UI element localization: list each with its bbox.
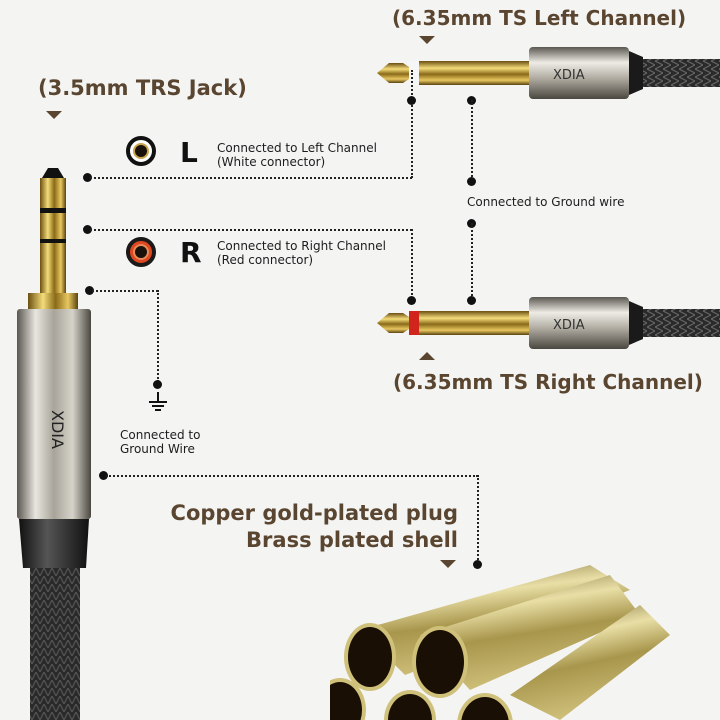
ts-left-plug-image: XDIA xyxy=(377,47,720,99)
ground-symbol-icon xyxy=(149,392,167,411)
left-desc-line1: Connected to Left Channel xyxy=(217,141,377,155)
svg-text:XDIA: XDIA xyxy=(553,318,585,333)
right-tip-vline xyxy=(411,229,413,299)
left-channel-letter: L xyxy=(180,136,198,169)
left-sleeve-vline xyxy=(471,100,473,180)
ts-left-pointer-icon xyxy=(419,36,435,44)
right-channel-letter: R xyxy=(180,236,202,269)
brand-mark-vertical: XDIA xyxy=(48,410,67,449)
shell-dot xyxy=(99,471,108,480)
shell-line xyxy=(106,475,478,477)
ts-right-plug-image: XDIA xyxy=(377,297,720,349)
ground-center-label: Connected to Ground wire xyxy=(467,195,625,209)
white-connector-icon xyxy=(126,136,156,166)
trs-jack-label: (3.5mm TRS Jack) xyxy=(38,76,247,100)
right-desc-line1: Connected to Right Channel xyxy=(217,239,386,253)
ring-dot xyxy=(83,225,92,234)
material-line1: Copper gold-plated plug xyxy=(170,501,458,525)
ts-left-label: (6.35mm TS Left Channel) xyxy=(392,6,687,30)
svg-text:XDIA: XDIA xyxy=(553,68,585,83)
ground-left-line1: Connected to xyxy=(120,428,201,442)
tip-dot xyxy=(83,173,92,182)
sleeve-line xyxy=(92,290,158,292)
left-tip-vline xyxy=(411,70,413,178)
right-sleeve-dot xyxy=(467,296,476,305)
trs-plug-image: XDIA xyxy=(17,168,91,720)
red-connector-icon xyxy=(126,237,156,267)
ring-line xyxy=(90,229,412,231)
sleeve-vline xyxy=(157,290,159,382)
ts-right-label: (6.35mm TS Right Channel) xyxy=(393,370,703,394)
left-desc-line2: (White connector) xyxy=(217,155,326,169)
material-label: Copper gold-plated plug Brass plated she… xyxy=(171,500,458,554)
trs-pointer-icon xyxy=(46,111,62,119)
ground-top-dot xyxy=(467,177,476,186)
ground-dot xyxy=(153,380,162,389)
right-channel-desc: Connected to Right Channel (Red connecto… xyxy=(217,239,386,267)
ground-left-line2: Ground Wire xyxy=(120,442,195,456)
right-desc-line2: (Red connector) xyxy=(217,253,314,267)
left-tip-dot xyxy=(407,96,416,105)
brass-tubes-image xyxy=(330,565,670,720)
left-channel-desc: Connected to Left Channel (White connect… xyxy=(217,141,377,169)
sleeve-dot xyxy=(85,286,94,295)
material-dot xyxy=(473,560,482,569)
shell-vline xyxy=(477,475,479,563)
right-sleeve-vline xyxy=(471,223,473,299)
material-pointer-icon xyxy=(440,560,456,568)
ground-left-label: Connected to Ground Wire xyxy=(120,428,200,456)
ts-right-pointer-icon xyxy=(419,352,435,360)
material-line2: Brass plated shell xyxy=(246,528,458,552)
tip-line xyxy=(90,177,412,179)
right-tip-dot xyxy=(407,296,416,305)
